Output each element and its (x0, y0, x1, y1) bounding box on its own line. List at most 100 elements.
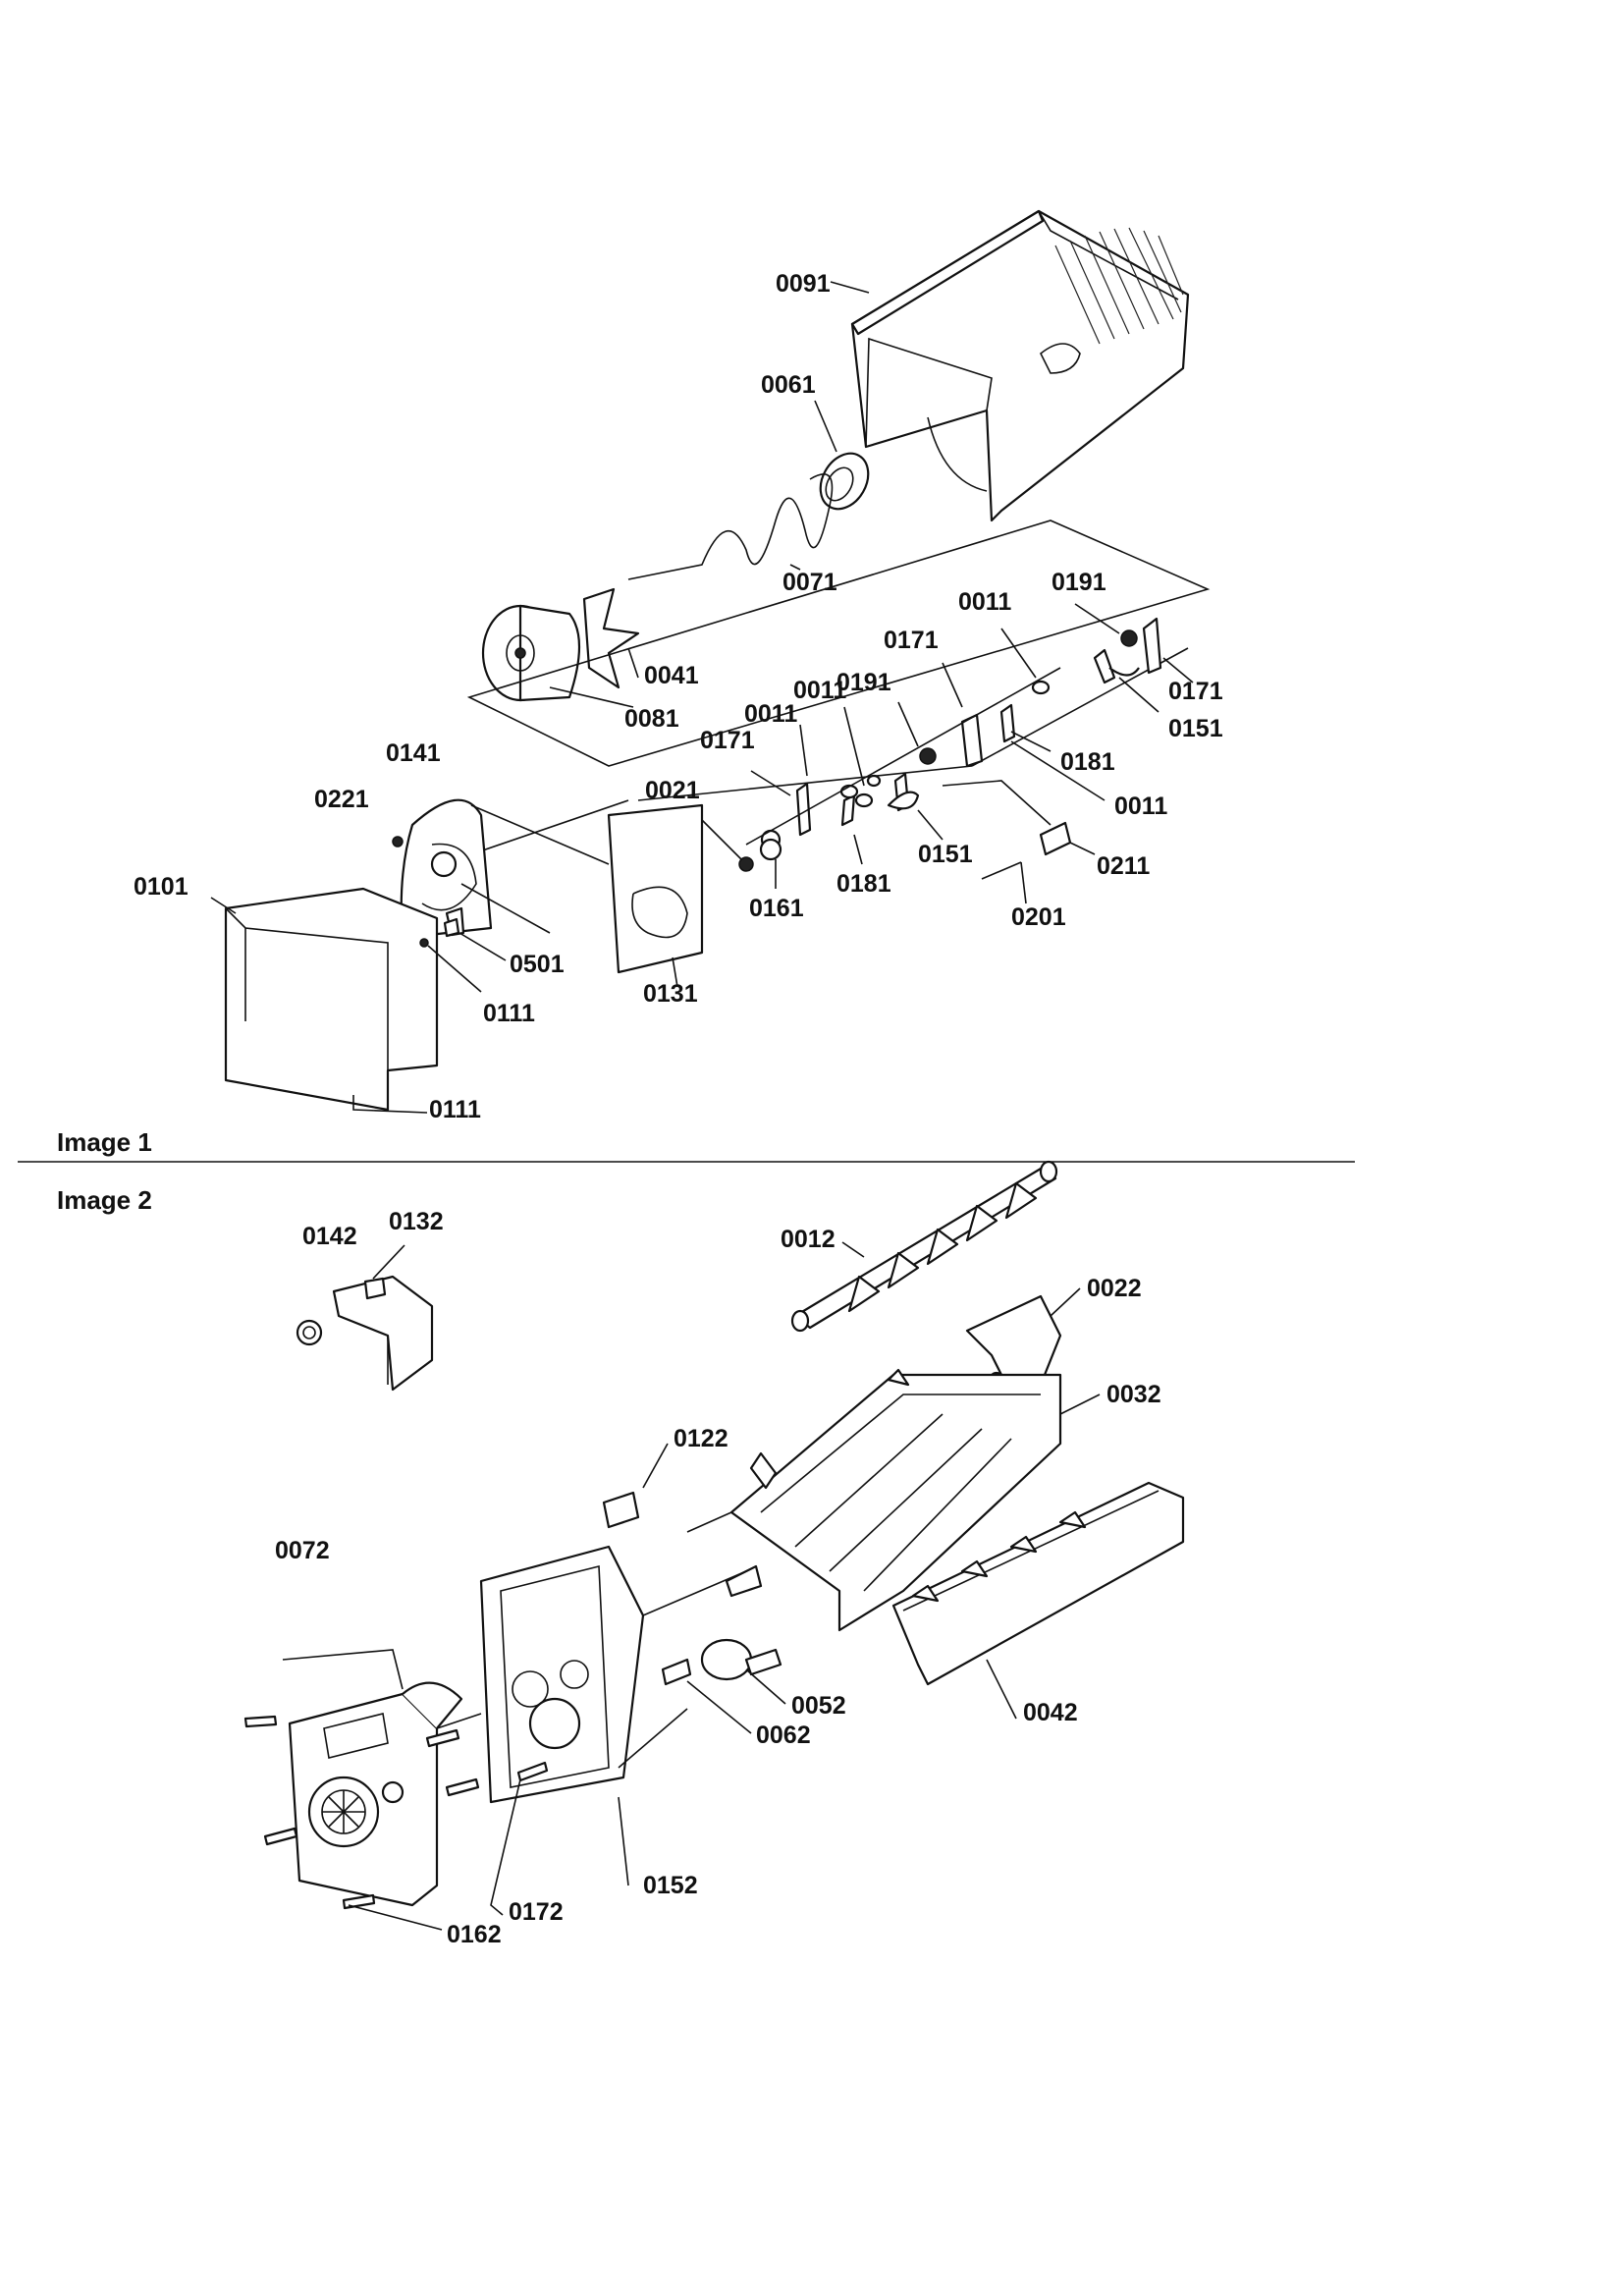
callout-0141: 0141 (386, 739, 441, 767)
leader-0171c (750, 770, 791, 796)
callout-0052: 0052 (791, 1692, 846, 1720)
ice-mold-part (729, 1368, 1062, 1632)
leader-0011a (1000, 628, 1037, 679)
callout-0181-b: 0181 (836, 870, 891, 898)
auger-wheel-part (481, 604, 581, 702)
leader-0181a (1010, 731, 1052, 752)
section-title-image-1: Image 1 (57, 1127, 152, 1157)
callout-0201: 0201 (1011, 903, 1066, 931)
callout-0501: 0501 (510, 951, 565, 978)
callout-0151-a: 0151 (1168, 715, 1223, 742)
leader-0132 (372, 1244, 405, 1280)
leader-0151a (1118, 677, 1160, 713)
leader-0071 (789, 564, 801, 571)
leader-0111a (427, 945, 482, 993)
callout-0211: 0211 (1097, 852, 1150, 880)
leader-0122 (642, 1443, 669, 1489)
leader-0101 (210, 897, 237, 914)
callout-0072: 0072 (275, 1537, 330, 1564)
leader-0211 (1069, 842, 1096, 855)
callout-0171-a: 0171 (1168, 678, 1223, 705)
callout-0041: 0041 (644, 662, 699, 689)
leader-0162 (348, 1904, 443, 1931)
support-bracket-part (965, 1294, 1062, 1389)
screw-0111-part (419, 938, 429, 948)
leader-0152 (618, 1796, 629, 1886)
callout-0011-c: 0011 (793, 677, 846, 704)
nut-part (759, 838, 782, 861)
callout-0152: 0152 (643, 1872, 698, 1899)
switch-bracket-part (332, 1275, 434, 1392)
callout-0171-c: 0171 (700, 727, 755, 754)
leader-0111b (352, 1095, 428, 1114)
callout-0111-a: 0111 (483, 1000, 535, 1027)
callout-0081: 0081 (624, 705, 679, 733)
leader-0501 (458, 932, 507, 961)
callout-0021: 0021 (645, 777, 700, 804)
callout-0061: 0061 (761, 371, 816, 399)
leader-0042 (986, 1659, 1017, 1720)
callout-0142: 0142 (302, 1223, 357, 1250)
shaft-hardware-parts (745, 617, 1162, 850)
callout-0071: 0071 (782, 569, 837, 596)
group-frame-upper (466, 519, 1211, 767)
control-module-housing-part (479, 1545, 645, 1804)
bucket-flange-part (819, 452, 870, 511)
leader-0191a (1074, 603, 1120, 634)
front-cover-part (224, 887, 439, 1112)
leader-0021 (701, 819, 742, 860)
leader-0022 (1050, 1287, 1081, 1317)
callout-0171-b: 0171 (884, 627, 939, 654)
section-title-image-2: Image 2 (57, 1185, 152, 1215)
leader-0172 (490, 1778, 521, 1916)
group-frame-coupler (942, 780, 1052, 826)
leader-0072 (282, 1649, 404, 1690)
leader-0171b (942, 662, 963, 708)
callout-0042: 0042 (1023, 1699, 1078, 1726)
callout-0131: 0131 (643, 980, 698, 1008)
leader-0171a (1162, 657, 1194, 683)
callout-0221: 0221 (314, 786, 369, 813)
callout-0161: 0161 (749, 895, 804, 922)
callout-0132: 0132 (389, 1208, 444, 1235)
callout-0162: 0162 (447, 1921, 502, 1948)
leader-0201 (1020, 861, 1027, 904)
coupler-part (981, 821, 1072, 880)
callout-0011-b: 0011 (1114, 793, 1167, 820)
callout-0122: 0122 (674, 1425, 728, 1452)
callout-0151-b: 0151 (918, 841, 973, 868)
leader-0091 (830, 281, 870, 294)
heater-pin-part (661, 1658, 692, 1686)
shaft-bushing-part (738, 856, 754, 872)
callout-0101: 0101 (134, 873, 189, 901)
callout-0062: 0062 (756, 1722, 811, 1749)
leader-0061 (814, 400, 837, 453)
leader-0011b (1010, 740, 1106, 801)
callout-0111-b: 0111 (429, 1096, 481, 1123)
leader-0131 (672, 957, 678, 988)
mounting-screws-part (243, 1715, 549, 1910)
leader-0191b (897, 701, 919, 747)
motor-module-part (288, 1681, 463, 1907)
thermostat-part (700, 1564, 782, 1681)
leader-0062 (686, 1680, 752, 1734)
leader-0052 (745, 1668, 786, 1705)
leader-0012 (841, 1241, 865, 1258)
leader-0151b (917, 809, 944, 841)
wire-clip-part (602, 1491, 640, 1529)
callout-0012: 0012 (781, 1226, 836, 1253)
clip-0501-part (443, 917, 460, 938)
callout-0091: 0091 (776, 270, 831, 298)
callout-0191-a: 0191 (1052, 569, 1106, 596)
leader-0032 (1059, 1394, 1101, 1415)
callout-0191-b: 0191 (836, 669, 891, 696)
bracket-screw-part (296, 1319, 323, 1346)
callout-0172: 0172 (509, 1898, 564, 1926)
leader-0181b (853, 834, 863, 865)
leader-0081 (549, 686, 634, 708)
ejector-blade-part (790, 1160, 1058, 1333)
callout-0032: 0032 (1106, 1381, 1161, 1408)
crusher-blade-part (582, 587, 640, 689)
